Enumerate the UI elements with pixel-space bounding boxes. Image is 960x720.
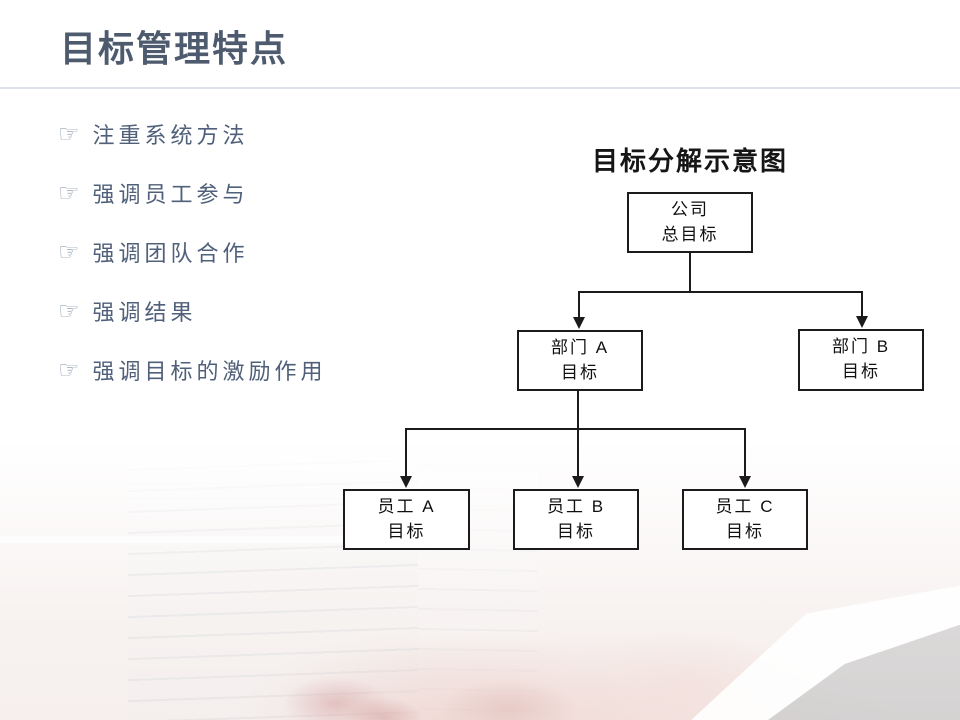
pointing-hand-icon: ☞ bbox=[58, 297, 80, 325]
node-label-line: 部门 B bbox=[831, 337, 891, 357]
node-label-line: 目标 bbox=[387, 521, 426, 541]
bullet-item: ☞ 强调目标的激励作用 bbox=[58, 340, 418, 399]
node-label-line: 总目标 bbox=[661, 224, 719, 244]
node-label-line: 目标 bbox=[726, 521, 764, 541]
bullet-label: 强调团队合作 bbox=[92, 240, 249, 266]
arrowhead-emp-a bbox=[400, 476, 412, 488]
node-label-line: 目标 bbox=[561, 362, 599, 382]
bullet-label: 强调目标的激励作用 bbox=[92, 358, 327, 384]
title-divider bbox=[0, 87, 960, 89]
bullet-item: ☞ 强调员工参与 bbox=[58, 163, 418, 222]
pointing-hand-icon: ☞ bbox=[58, 120, 80, 148]
bullet-item: ☞ 强调团队合作 bbox=[58, 222, 418, 281]
bullet-list: ☞ 注重系统方法 ☞ 强调员工参与 ☞ 强调团队合作 ☞ 强调结果 ☞ 强调目标… bbox=[58, 104, 418, 399]
bullet-label: 注重系统方法 bbox=[92, 122, 249, 148]
arrowhead-emp-b bbox=[572, 476, 584, 488]
page-title: 目标管理特点 bbox=[60, 28, 289, 69]
arrowhead-emp-c bbox=[739, 476, 751, 488]
pointing-hand-icon: ☞ bbox=[58, 238, 80, 266]
node-label-line: 目标 bbox=[557, 521, 595, 541]
diagram-node-dept-a: 部门 A 目标 bbox=[517, 330, 643, 391]
pointing-hand-icon: ☞ bbox=[58, 179, 80, 207]
bullet-item: ☞ 强调结果 bbox=[58, 281, 418, 340]
bullet-label: 强调员工参与 bbox=[92, 181, 249, 207]
diagram-node-dept-b: 部门 B 目标 bbox=[798, 329, 924, 391]
node-label-line: 员工 C bbox=[715, 496, 775, 516]
diagram-node-company: 公司 总目标 bbox=[627, 192, 753, 253]
diagram-node-emp-a: 员工 A 目标 bbox=[343, 489, 470, 550]
pointing-hand-icon: ☞ bbox=[58, 356, 80, 384]
node-label-line: 目标 bbox=[842, 362, 880, 381]
diagram-title: 目标分解示意图 bbox=[591, 146, 788, 176]
diagram-node-emp-b: 员工 B 目标 bbox=[513, 489, 639, 550]
arrowhead-dept-a bbox=[573, 317, 585, 329]
node-label-line: 员工 B bbox=[546, 496, 606, 516]
node-label-line: 员工 A bbox=[377, 496, 436, 516]
arrowhead-dept-b bbox=[856, 316, 868, 328]
bullet-item: ☞ 注重系统方法 bbox=[58, 104, 418, 163]
node-label-line: 部门 A bbox=[550, 337, 610, 357]
diagram-node-emp-c: 员工 C 目标 bbox=[682, 489, 808, 550]
node-label-line: 公司 bbox=[671, 199, 709, 219]
bullet-label: 强调结果 bbox=[92, 299, 197, 325]
